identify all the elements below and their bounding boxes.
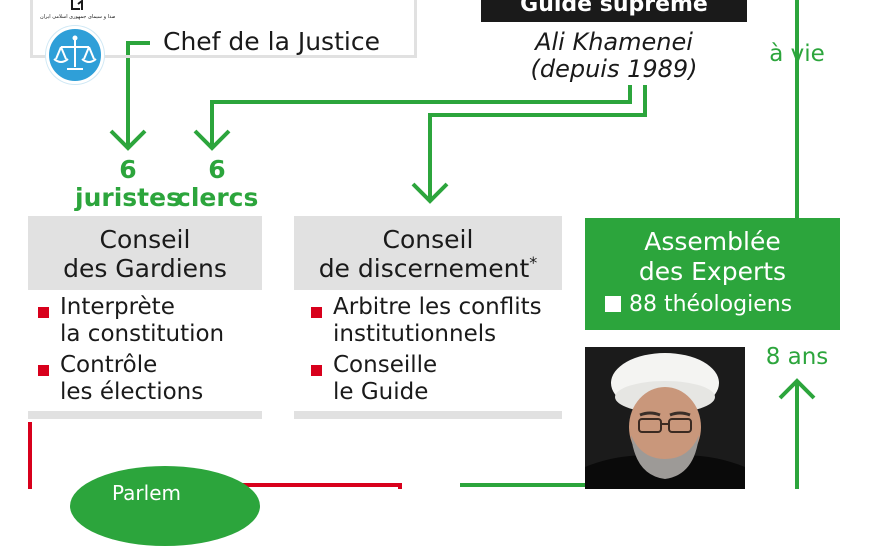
term-life-label: à vie	[769, 41, 825, 67]
jurists-count: 6	[119, 155, 137, 184]
experts-assembly-box: Assemblée des Experts 88 théologiens	[585, 218, 840, 330]
guide-since: (depuis 1989)	[530, 55, 698, 83]
parliament-label: Parlem	[112, 481, 181, 505]
justice-seal: صدا و سیمای جمهوری اسلامی ایران	[40, 0, 115, 24]
duty-text: Arbitre les conflits	[333, 294, 542, 320]
justice-panel	[30, 0, 417, 58]
chief-of-justice-label: Chef de la Justice	[163, 27, 380, 56]
justice-seal-icon	[70, 0, 83, 10]
experts-detail: 88 théologiens	[585, 291, 840, 318]
guardians-duty-1: Interprète la constitution	[32, 294, 272, 348]
parliament-bubble: Parlem	[70, 466, 260, 546]
asterisk: *	[529, 253, 538, 272]
arrow-guide-to-clerics	[210, 85, 632, 148]
experts-title-2: des Experts	[638, 257, 787, 286]
connector-lines	[28, 0, 816, 489]
arrow-justice-to-jurists	[126, 41, 150, 148]
guardians-bottom-rule	[28, 411, 262, 419]
discernment-duty-2: Conseille le Guide	[305, 352, 567, 406]
arrowhead-8ans	[778, 378, 816, 400]
red-square-icon	[311, 365, 322, 376]
discernment-bottom-rule	[294, 411, 562, 419]
portrait-illustration	[585, 353, 745, 489]
duty-text: les élections	[60, 379, 204, 405]
guardians-title-1: Conseil	[99, 225, 191, 254]
discernment-duties: Arbitre les conflits institutionnels Con…	[305, 294, 567, 406]
experts-title-1: Assemblée	[644, 227, 781, 256]
experts-detail-text: 88 théologiens	[629, 292, 793, 317]
duty-text: la constitution	[60, 321, 225, 347]
arrowhead-discernement	[411, 182, 449, 204]
seal-caption: صدا و سیمای جمهوری اسلامی ایران	[40, 14, 115, 20]
discernment-title-1: Conseil	[382, 225, 474, 254]
discernment-duty-1: Arbitre les conflits institutionnels	[305, 294, 567, 348]
term-8-years-label: 8 ans	[765, 344, 829, 370]
red-frame-line-2	[235, 483, 402, 489]
red-square-icon	[38, 307, 49, 318]
clerics-label: 6 clercs	[176, 156, 258, 212]
red-square-icon	[311, 307, 322, 318]
duty-text: Conseille	[333, 352, 438, 378]
president-portrait	[585, 347, 745, 489]
arrow-guide-to-discernement	[428, 85, 647, 201]
duty-text: institutionnels	[333, 321, 497, 347]
guide-title: Guide suprême	[520, 0, 708, 17]
discernment-title-2: de discernement*	[294, 253, 562, 284]
duty-text: Contrôle	[60, 352, 158, 378]
jurists-label: 6 juristes	[74, 156, 182, 212]
jurists-text: juristes	[75, 183, 181, 212]
guardians-title-2: des Gardiens	[63, 254, 227, 283]
arrowhead-jurists	[109, 129, 147, 151]
scales-of-justice-icon	[46, 26, 104, 84]
guide-name: Ali Khamenei	[535, 28, 693, 56]
guardians-duties: Interprète la constitution Contrôle les …	[32, 294, 272, 406]
guardians-duty-2: Contrôle les élections	[32, 352, 272, 406]
discernment-title-text: de discernement	[318, 254, 530, 283]
discernment-council-header: Conseil de discernement*	[294, 216, 562, 290]
duty-text: le Guide	[333, 379, 429, 405]
guide-title-bar: Guide suprême	[481, 0, 747, 22]
arrowhead-clerics	[193, 129, 231, 151]
duty-text: Interprète	[60, 294, 175, 320]
red-square-icon	[38, 365, 49, 376]
clerics-text: clercs	[176, 183, 259, 212]
clerics-count: 6	[208, 155, 226, 184]
white-square-icon	[605, 296, 621, 312]
guardians-council-header: Conseil des Gardiens	[28, 216, 262, 290]
